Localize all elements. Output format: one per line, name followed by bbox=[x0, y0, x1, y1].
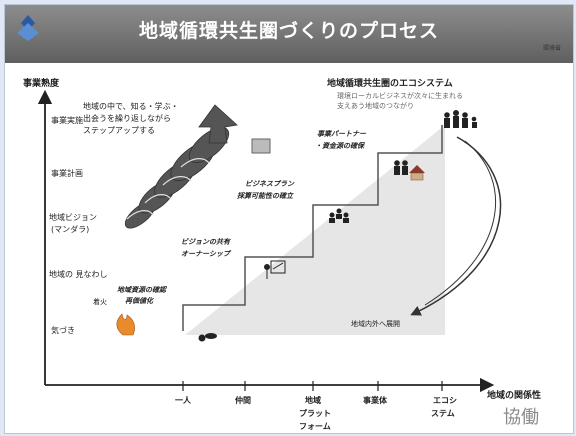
x-cat-ecosystem-1: エコシ bbox=[433, 396, 457, 405]
step1-label-1: 地域資源の確認 bbox=[117, 286, 166, 294]
spark-label: 着火 bbox=[93, 298, 107, 306]
title-bar: 地域循環共生圏づくりのプロセス bbox=[5, 5, 573, 63]
collaboration-label: 協働 bbox=[503, 407, 539, 428]
x-cat-platform-2: フォーム bbox=[299, 422, 331, 431]
group-icon bbox=[329, 208, 349, 223]
step1-label-2: 再価値化 bbox=[125, 297, 153, 305]
step4-label-2: ・資金源の確保 bbox=[315, 142, 364, 150]
growth-triangle bbox=[185, 125, 445, 335]
x-cat-ecosystem-2: ステム bbox=[431, 409, 455, 418]
x-cat-alone: 一人 bbox=[175, 396, 191, 405]
y-axis-title: 事業熟度 bbox=[23, 79, 60, 89]
slide: 地域循環共生圏づくりのプロセス 環境省 bbox=[4, 4, 574, 434]
y-level-awareness: 気づき bbox=[51, 326, 75, 335]
process-diagram bbox=[37, 89, 502, 393]
x-axis-title: 地域の関係性 bbox=[487, 391, 542, 401]
y-level-mandala: (マンダラ) bbox=[51, 225, 90, 234]
logo-label: 環境省 bbox=[542, 45, 561, 52]
staircase-line bbox=[182, 125, 443, 331]
spiral-caption-1: 地域の中で、知る・学ぶ・ bbox=[83, 102, 179, 111]
y-level-implementation: 事業実施 bbox=[51, 116, 83, 125]
ecosystem-note-2: 支えあう地域のつながり bbox=[337, 102, 414, 110]
ministry-logo-icon bbox=[17, 15, 39, 41]
presentation-icon bbox=[264, 260, 286, 279]
spiral-caption-3: ステップアップする bbox=[83, 126, 155, 135]
family-icon bbox=[444, 110, 477, 128]
y-level-plan: 事業計画 bbox=[51, 169, 83, 178]
expand-arrow bbox=[410, 136, 502, 316]
y-level-review: 地域の 見なわし bbox=[49, 270, 108, 279]
step2-label-2: オーナーシップ bbox=[181, 250, 230, 258]
expand-label: 地域内外へ展開 bbox=[351, 320, 400, 328]
slide-title: 地域循環共生圏づくりのプロセス bbox=[138, 20, 439, 42]
spiral-highlights bbox=[126, 158, 210, 220]
family-house-icon bbox=[394, 160, 425, 181]
step2-label-1: ビジョンの共有 bbox=[181, 238, 230, 246]
spiral-arrowhead-icon bbox=[198, 104, 238, 144]
baby-icon bbox=[198, 333, 217, 342]
ecosystem-note-1: 環境ローカルビジネスが次々に生まれる bbox=[337, 92, 463, 100]
step3-label-2: 採算可能性の確立 bbox=[237, 192, 293, 200]
x-cat-companions: 仲間 bbox=[235, 396, 251, 405]
step4-label-1: 事業パートナー bbox=[317, 130, 366, 138]
ecosystem-title: 地域循環共生圏のエコシステム bbox=[327, 79, 453, 89]
x-ticks bbox=[182, 381, 443, 391]
spiral-caption-2: 出会うを繰り返しながら bbox=[83, 114, 171, 123]
fire-icon bbox=[116, 313, 135, 336]
x-cat-platform-1: プラット bbox=[299, 409, 331, 418]
y-level-vision: 地域ビジョン bbox=[49, 213, 97, 222]
monitor-icon bbox=[251, 138, 271, 154]
step3-label-1: ビジネスプラン bbox=[245, 180, 294, 188]
x-cat-business: 事業体 bbox=[363, 396, 387, 405]
x-cat-region: 地域 bbox=[305, 396, 321, 405]
expand-arrow-inner bbox=[424, 140, 496, 306]
